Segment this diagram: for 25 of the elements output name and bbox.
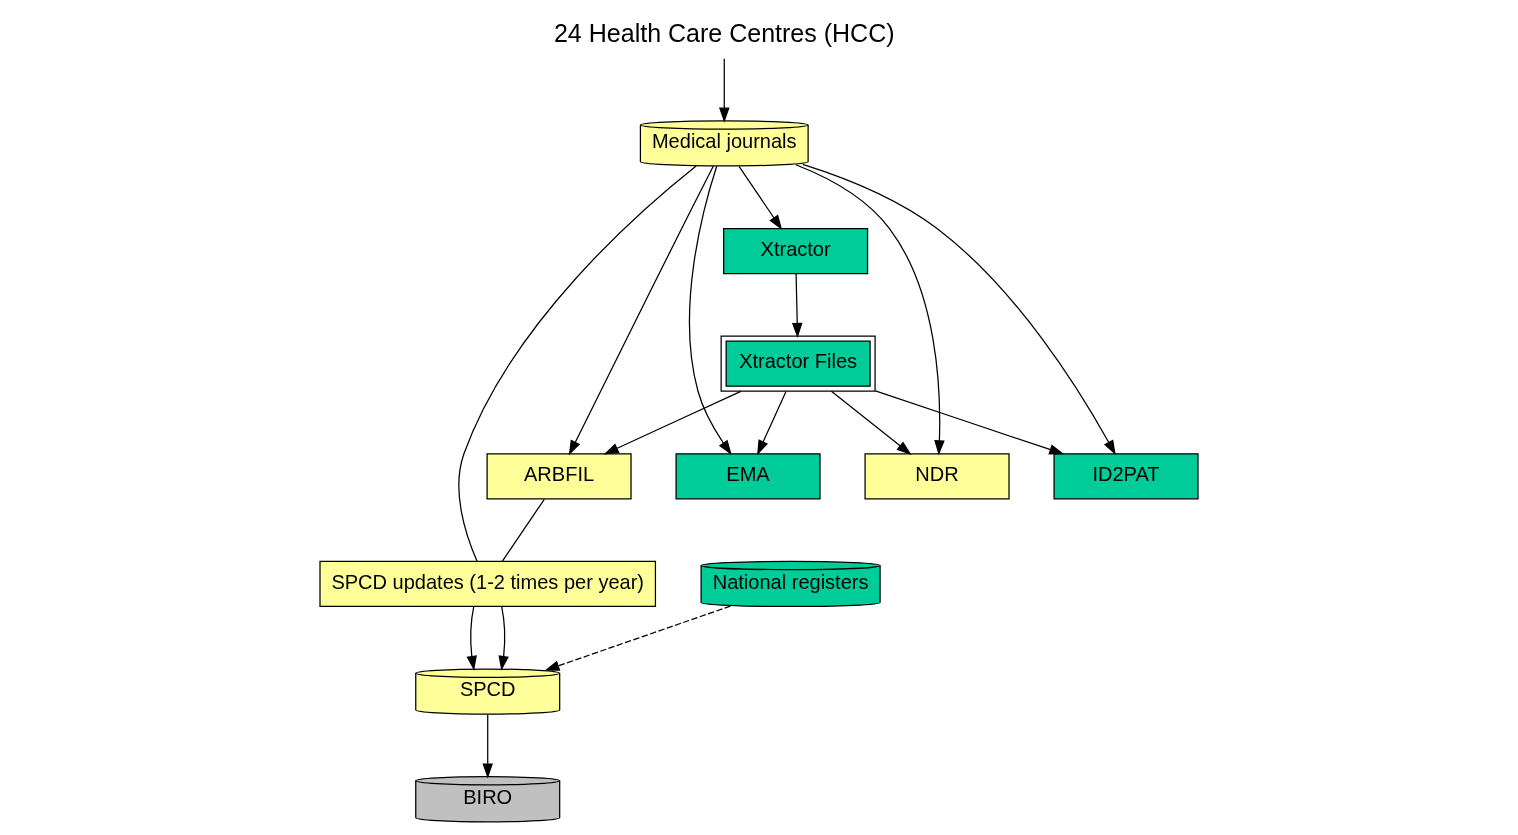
arrow <box>795 164 945 456</box>
node-text: 24 Health Care Centres (HCC) <box>553 19 895 48</box>
node-box: Xtractor Files <box>720 335 876 392</box>
arrow <box>688 165 732 455</box>
arrow <box>544 605 732 671</box>
arrow <box>791 273 803 338</box>
arrow <box>757 390 787 456</box>
arrow <box>874 390 1065 455</box>
node-box: NDR <box>864 453 1010 500</box>
arrow <box>802 163 1116 456</box>
node-box: ID2PAT <box>1053 453 1199 500</box>
arrow <box>482 714 493 779</box>
arrow <box>738 165 783 230</box>
arrow <box>466 606 477 671</box>
node-box: ARBFIL <box>486 453 632 500</box>
connector <box>501 498 545 562</box>
arrow <box>830 390 912 455</box>
arrow <box>568 165 714 456</box>
node-box: EMA <box>675 453 821 500</box>
arrow <box>603 390 742 455</box>
node-box: SPCD updates (1-2 times per year) <box>319 560 657 608</box>
node-box: Xtractor <box>723 227 869 275</box>
connector <box>458 165 697 562</box>
arrow <box>498 606 509 671</box>
arrow <box>719 58 730 123</box>
